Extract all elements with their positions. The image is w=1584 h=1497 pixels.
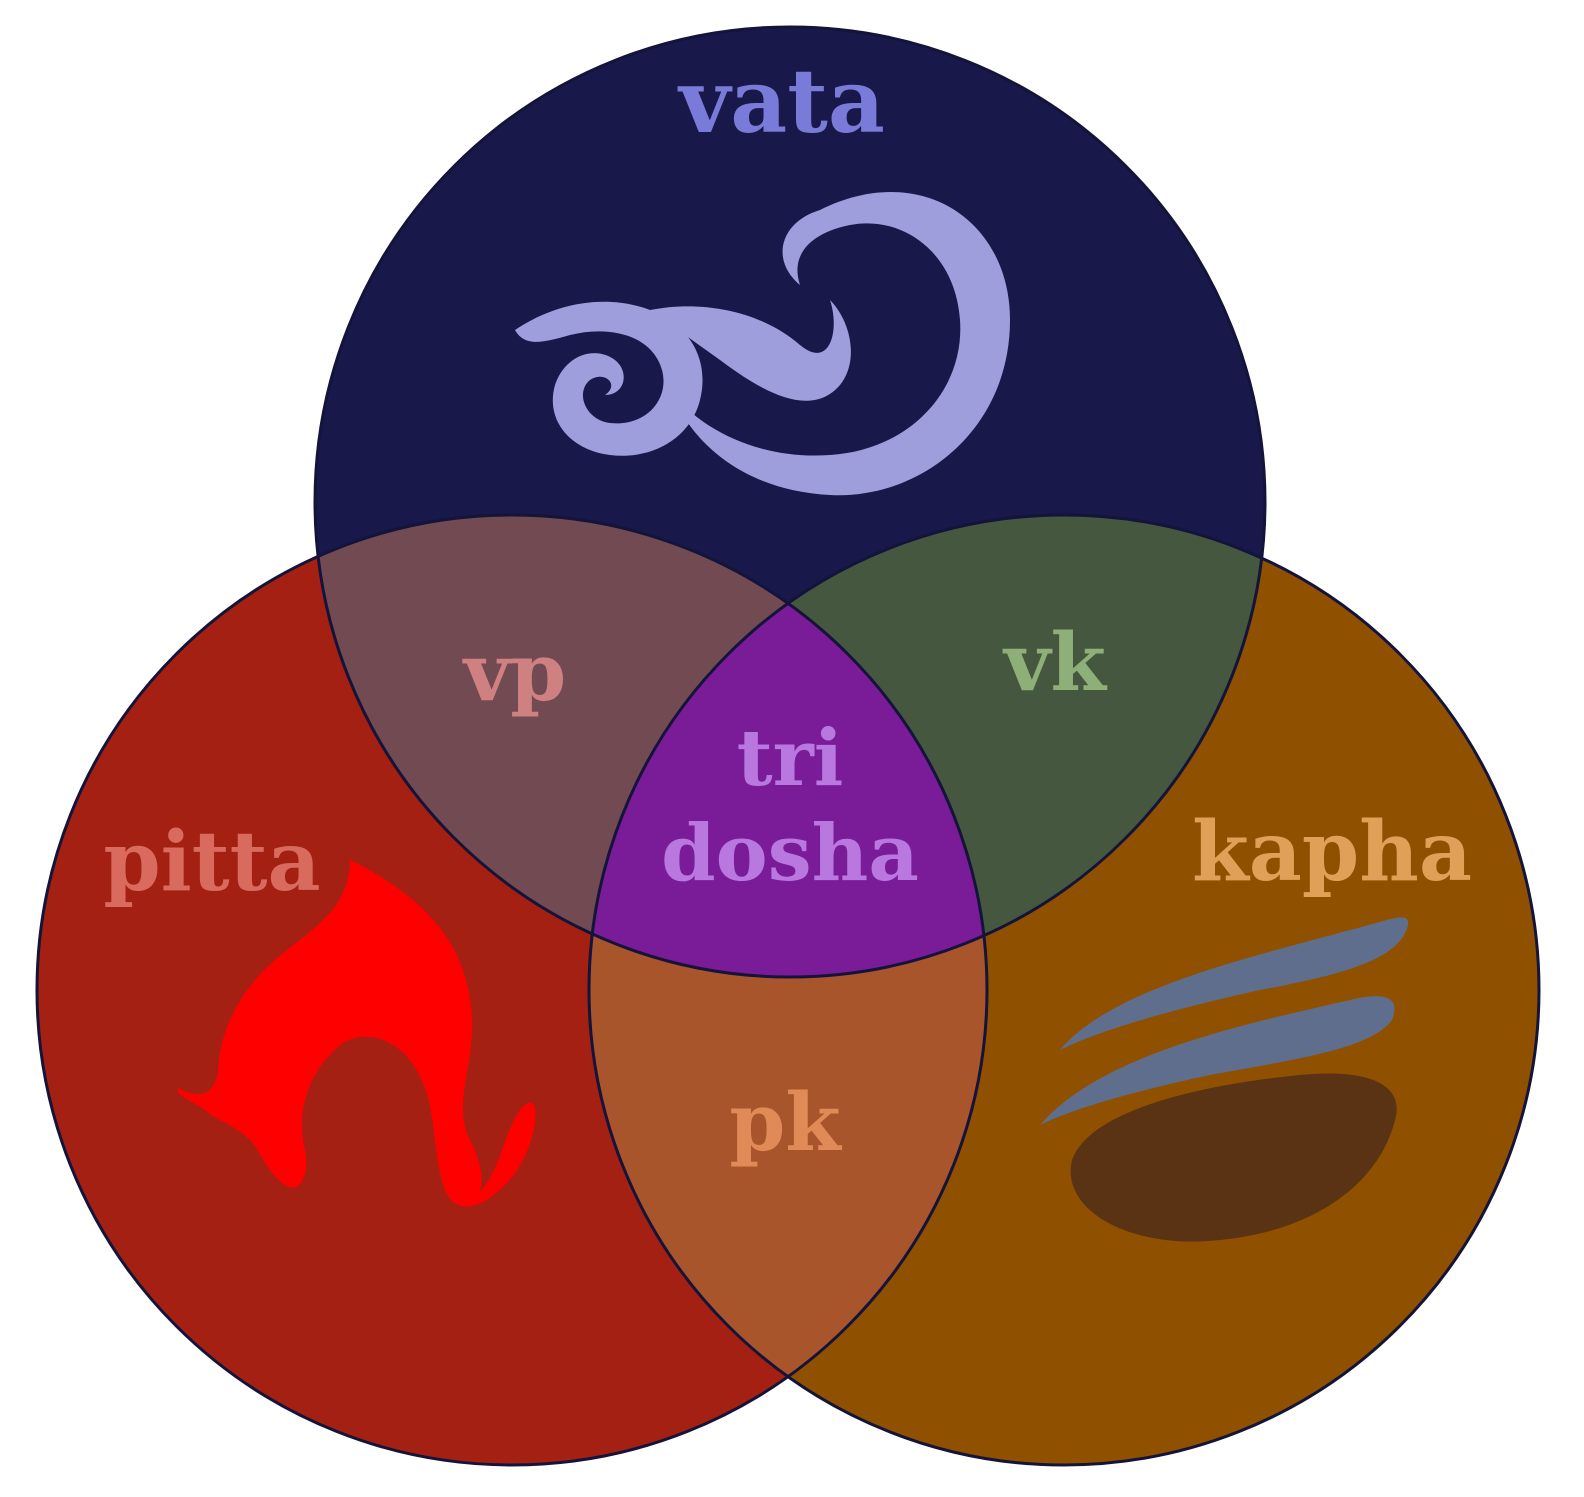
kapha-outline	[587, 513, 1541, 1467]
tri-dosha-label-line1: tri	[737, 713, 844, 804]
vata-outline	[313, 25, 1267, 979]
kapha-label: kapha	[1192, 804, 1472, 900]
vata-label: vata	[677, 49, 885, 153]
pitta-label: pitta	[103, 814, 320, 910]
flame-icon	[177, 860, 536, 1207]
vp-label: vp	[462, 625, 566, 719]
tri-dosha-region	[589, 515, 987, 977]
water-earth-icon	[1040, 917, 1409, 1242]
vk-label: vk	[1002, 615, 1107, 709]
tri-dosha-label-line2: dosha	[661, 808, 919, 899]
pk-label: pk	[729, 1075, 842, 1169]
wind-swirl-icon	[515, 192, 1010, 496]
pitta-outline	[35, 513, 989, 1467]
